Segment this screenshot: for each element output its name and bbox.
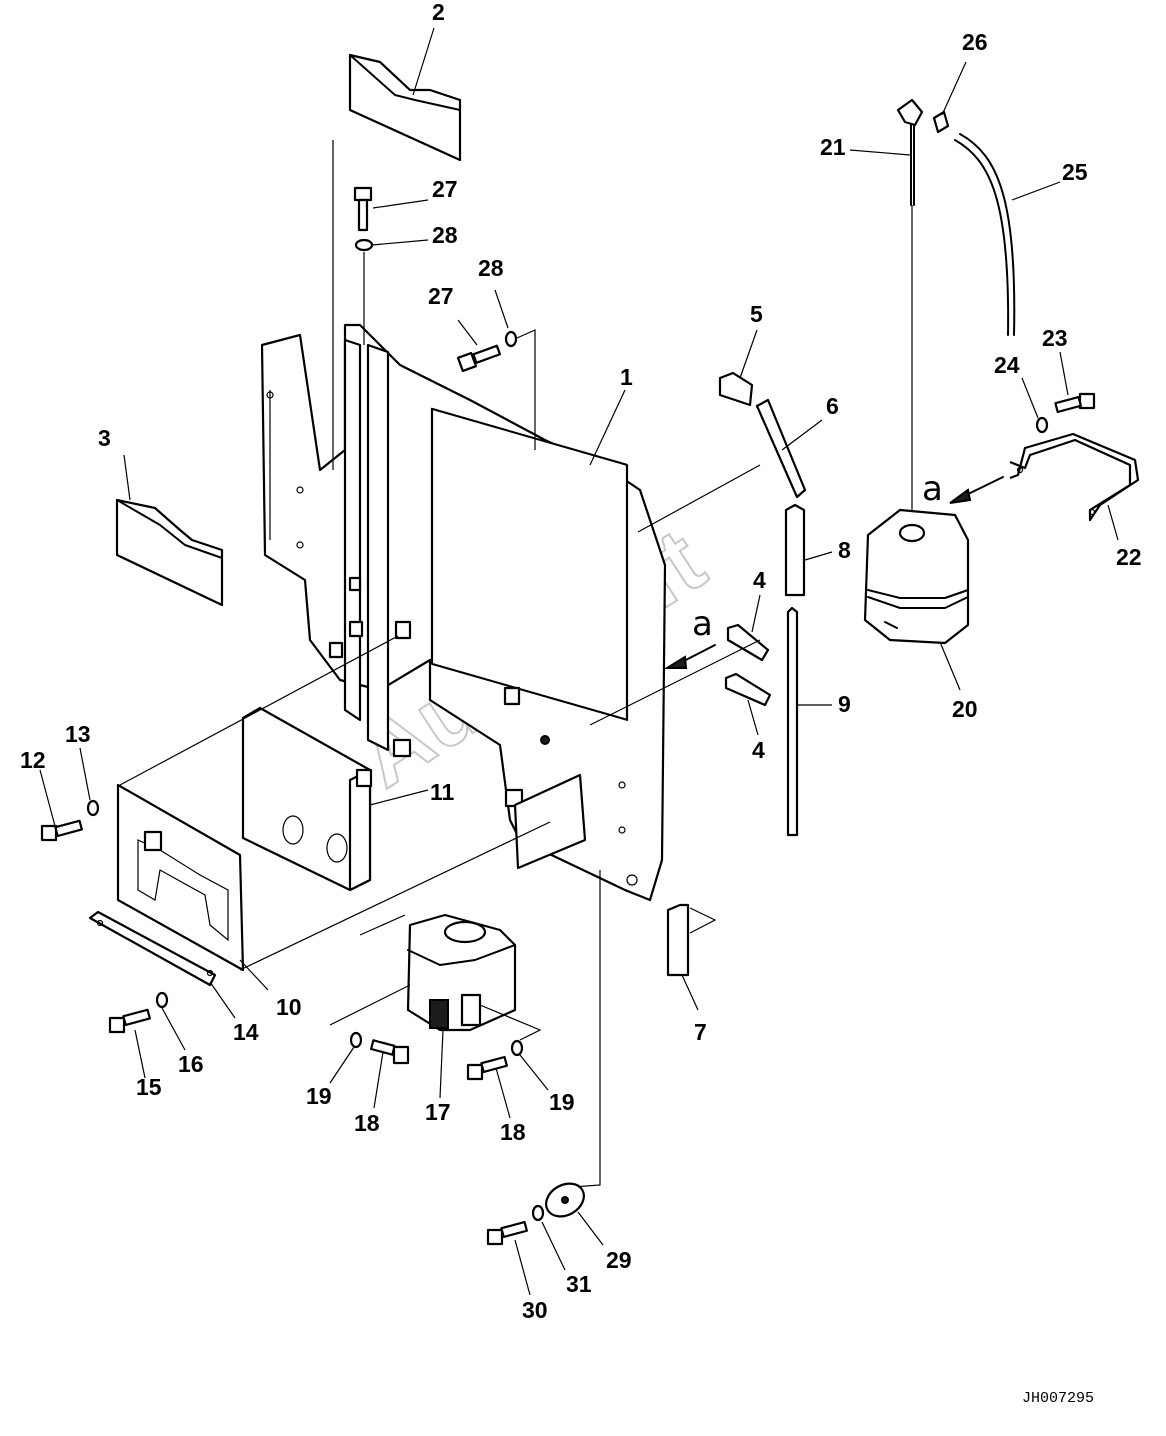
callout-4b: 4 <box>752 737 765 763</box>
dipstick <box>896 98 924 510</box>
callout-5: 5 <box>750 301 763 327</box>
main-bracket-frame <box>260 323 667 902</box>
seal-5 <box>718 371 754 407</box>
callout-16: 16 <box>178 1051 204 1077</box>
washer-29 <box>545 1182 585 1218</box>
callout-11: 11 <box>430 779 455 805</box>
seal-strip-9 <box>786 606 799 837</box>
callout-29: 29 <box>606 1247 632 1273</box>
callout-3: 3 <box>98 425 111 451</box>
controller-box <box>241 706 373 892</box>
callout-15: 15 <box>136 1074 162 1100</box>
callout-8: 8 <box>838 537 851 563</box>
callout-leaders <box>39 27 1119 1296</box>
cover-plate <box>116 635 551 972</box>
callout-9: 9 <box>838 691 851 717</box>
reservoir-tank <box>863 508 970 645</box>
bolt-18-right <box>466 1039 524 1081</box>
callout-10: 10 <box>276 994 302 1020</box>
drawing-code: JH007295 <box>1022 1390 1094 1407</box>
pad-4 <box>724 623 772 707</box>
callout-2: 2 <box>432 0 445 25</box>
bracket-22 <box>1009 432 1140 522</box>
svg-text:a: a <box>922 469 943 509</box>
hose-25 <box>954 133 1016 336</box>
view-arrow-tank: a <box>922 469 1004 509</box>
callout-12: 12 <box>20 747 46 773</box>
callout-18a: 18 <box>354 1110 380 1136</box>
bolt-15 <box>108 991 169 1034</box>
callout-24: 24 <box>994 352 1020 378</box>
upper-pad <box>332 53 462 470</box>
callout-19b: 19 <box>549 1089 575 1115</box>
side-pad <box>115 498 224 607</box>
bolt-27-upper <box>353 186 374 345</box>
clip-26 <box>932 110 950 134</box>
callout-19a: 19 <box>306 1083 332 1109</box>
washer-31 <box>531 1204 545 1222</box>
pump-unit <box>329 913 542 1041</box>
callout-4a: 4 <box>753 567 766 593</box>
bolt-23 <box>1035 392 1096 434</box>
callout-13: 13 <box>65 721 91 747</box>
callout-31: 31 <box>566 1271 592 1297</box>
callout-22: 22 <box>1116 544 1142 570</box>
callout-27b: 27 <box>428 283 454 309</box>
bolt-27-right <box>456 329 536 450</box>
callout-23: 23 <box>1042 325 1068 351</box>
callout-25: 25 <box>1062 159 1088 185</box>
callout-28b: 28 <box>478 255 504 281</box>
callout-27a: 27 <box>432 176 458 202</box>
callout-26: 26 <box>962 29 988 55</box>
seal-strip-8 <box>784 503 806 597</box>
callout-labels: 1 2 3 4 4 5 6 7 8 9 10 11 12 13 14 15 16… <box>20 0 1142 1323</box>
bolt-12 <box>40 799 100 842</box>
callout-21: 21 <box>820 134 846 160</box>
callout-1: 1 <box>620 364 633 390</box>
strip-plate <box>88 910 217 987</box>
callout-6: 6 <box>826 393 839 419</box>
seal-strip-7 <box>666 903 717 977</box>
callout-14: 14 <box>233 1019 259 1045</box>
svg-text:a: a <box>692 604 713 644</box>
callout-18b: 18 <box>500 1119 526 1145</box>
callout-20: 20 <box>952 696 978 722</box>
callout-30: 30 <box>522 1297 548 1323</box>
bolt-18-left <box>349 1031 410 1065</box>
callout-17: 17 <box>425 1099 451 1125</box>
view-arrow-frame: a <box>663 604 716 669</box>
bolt-30 <box>486 1220 528 1246</box>
callout-28a: 28 <box>432 222 458 248</box>
callout-7: 7 <box>694 1019 707 1045</box>
seal-6 <box>755 398 807 499</box>
